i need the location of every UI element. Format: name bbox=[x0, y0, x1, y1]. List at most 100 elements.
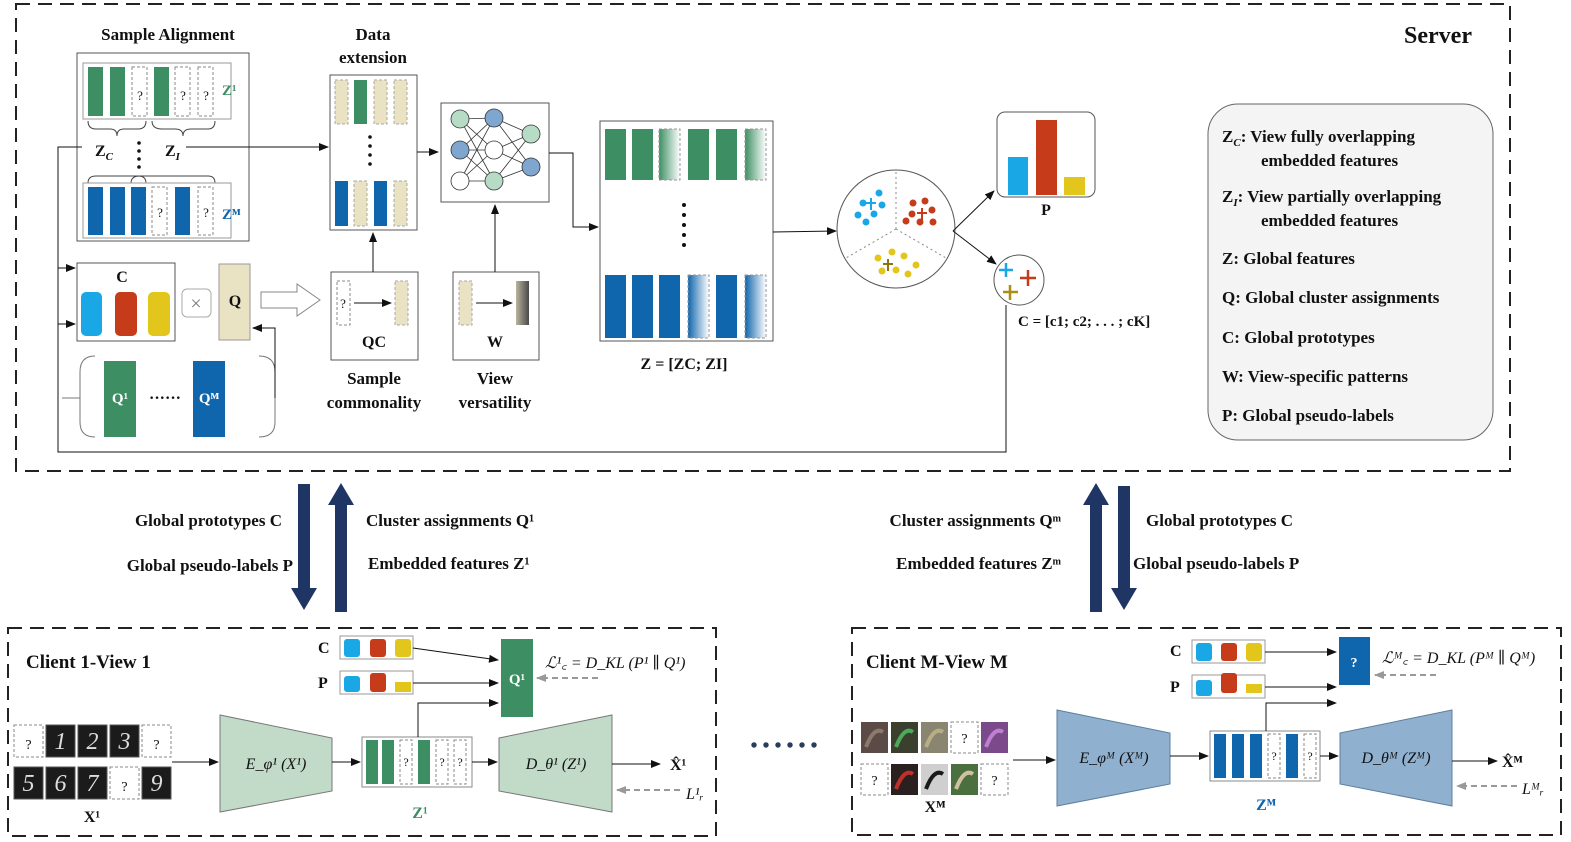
image-sample bbox=[921, 764, 948, 795]
client1-xhat: X̂¹ bbox=[670, 756, 687, 774]
legend-entry: P: Global pseudo-labels bbox=[1222, 406, 1394, 425]
comm-right-down-2: Global pseudo-labels P bbox=[1133, 554, 1299, 573]
client1-x-label: X¹ bbox=[84, 809, 101, 826]
prototype-yellow bbox=[1003, 285, 1018, 300]
q-matrix-label: Q bbox=[229, 293, 241, 310]
qc-output bbox=[394, 280, 409, 326]
clientM-encoder bbox=[1056, 709, 1171, 807]
z-formula: Z = [ZC; ZI] bbox=[641, 356, 728, 373]
zc-brace bbox=[87, 120, 147, 137]
clientM-x-label: Xᴹ bbox=[925, 799, 946, 816]
cluster-yellow bbox=[874, 248, 920, 278]
q-mark: ? bbox=[25, 738, 31, 753]
server-title: Server bbox=[1404, 23, 1472, 49]
client1-c-arrow bbox=[412, 647, 499, 663]
assignments-to-q-arrow bbox=[252, 324, 276, 398]
q-mark: ? bbox=[961, 732, 967, 747]
q-mark: ? bbox=[157, 205, 163, 220]
image-sample bbox=[981, 722, 1008, 753]
comm-right-up-2: Embedded features Zᵐ bbox=[896, 554, 1061, 573]
legend-entry: ZC: View fully overlapping bbox=[1222, 127, 1415, 149]
comm-right-up-1: Cluster assignments Qᵐ bbox=[890, 511, 1062, 530]
client1-z-label: Z¹ bbox=[412, 805, 428, 822]
q-mark: ? bbox=[180, 88, 186, 103]
client1-decoder-label: D_θ¹ (Z¹) bbox=[525, 756, 587, 773]
clientM-image-grid: ??? bbox=[860, 721, 1009, 796]
zc-label: ZC bbox=[95, 143, 114, 163]
p-bar-red bbox=[1036, 120, 1057, 195]
digit-glyph: 1 bbox=[55, 729, 67, 755]
clientM-boundary bbox=[851, 627, 1562, 836]
proto-red bbox=[115, 292, 137, 336]
clientM-loss: ℒᴹ꜀ = D_KL (Pᴹ ∥ Qᴹ) bbox=[1382, 649, 1535, 667]
qc-q-mark: ? bbox=[340, 296, 346, 311]
cluster-red bbox=[902, 197, 937, 226]
client1-encoder bbox=[219, 714, 333, 813]
clientM-xhat: X̂ᴹ bbox=[1502, 753, 1523, 771]
client1-p-label: P bbox=[318, 675, 328, 692]
qc-label: QC bbox=[362, 334, 386, 351]
proto-cyan bbox=[81, 292, 102, 336]
digit-glyph: 6 bbox=[55, 771, 67, 797]
client1-title: Client 1-View 1 bbox=[26, 652, 151, 673]
qc-caption: Sample bbox=[347, 369, 401, 388]
image-sample bbox=[891, 764, 918, 795]
image-stroke bbox=[984, 728, 1005, 748]
clientM-z-block bbox=[1209, 730, 1321, 782]
digit-glyph: 3 bbox=[118, 729, 131, 755]
mnist-digit bbox=[45, 724, 76, 758]
cluster-to-p-arrow bbox=[952, 190, 995, 232]
clientM-decoder-label: D_θᴹ (Zᴹ) bbox=[1360, 750, 1430, 767]
missing-sample bbox=[109, 766, 140, 800]
image-sample bbox=[891, 722, 918, 753]
alignment-zm-row bbox=[82, 182, 232, 239]
client1-decoder bbox=[498, 714, 613, 813]
clientM-decoder bbox=[1339, 709, 1453, 807]
zi-label: ZI bbox=[165, 143, 181, 163]
mnist-digit bbox=[77, 724, 108, 758]
legend-entry: Q: Global cluster assignments bbox=[1222, 288, 1440, 307]
client1-z-block bbox=[361, 736, 473, 788]
image-sample bbox=[951, 764, 978, 795]
cluster-cyan bbox=[854, 189, 886, 226]
legend-entry-line2: embedded features bbox=[1261, 211, 1398, 230]
client1-encoder-label: E_φ¹ (X¹) bbox=[245, 756, 307, 773]
client1-q-block bbox=[501, 639, 533, 717]
clientM-c-label: C bbox=[1170, 643, 1182, 660]
legend-entry: W: View-specific patterns bbox=[1222, 367, 1408, 386]
assignments-bracket-right bbox=[258, 355, 276, 438]
hollow-arrow bbox=[260, 283, 321, 317]
prototype-red bbox=[1020, 270, 1036, 286]
comm-left-down-1: Global prototypes C bbox=[135, 511, 282, 530]
digit-glyph: 7 bbox=[87, 771, 100, 797]
alignment-z1-row bbox=[82, 62, 232, 120]
image-stroke bbox=[924, 728, 945, 748]
clientM-p-label: P bbox=[1170, 679, 1180, 696]
q-mark: ? bbox=[203, 88, 209, 103]
client1-c-bar bbox=[339, 635, 414, 660]
c-formula: C = [c1; c2; . . . ; cK] bbox=[1018, 314, 1150, 330]
clientM-z-label: Zᴹ bbox=[1256, 797, 1276, 814]
w-output bbox=[516, 281, 529, 325]
q-matrix bbox=[218, 263, 251, 341]
client1-z-to-q-arrow bbox=[417, 699, 499, 737]
client1-recon-loss: L¹ᵣ bbox=[685, 786, 704, 803]
w-input bbox=[458, 280, 473, 326]
clientM-encoder-label: E_φᴹ (Xᴹ) bbox=[1078, 750, 1148, 767]
q-mark: ? bbox=[439, 755, 444, 769]
q-mark: ? bbox=[457, 755, 462, 769]
image-stroke bbox=[864, 728, 885, 748]
q-mark: ? bbox=[403, 755, 408, 769]
qm-label: Qᴹ bbox=[199, 391, 220, 407]
legend-entry: Z: Global features bbox=[1222, 249, 1355, 268]
data-extension-bars bbox=[334, 79, 408, 227]
legend-box bbox=[1207, 103, 1494, 441]
image-sample bbox=[861, 722, 888, 753]
q-mark: ? bbox=[137, 88, 143, 103]
image-stroke bbox=[894, 728, 915, 748]
global-z-bars bbox=[605, 128, 767, 339]
client1-p-bar bbox=[339, 670, 414, 695]
assignments-dots: ······ bbox=[149, 390, 181, 407]
w-caption: versatility bbox=[459, 393, 532, 412]
q-mark: ? bbox=[121, 780, 127, 795]
